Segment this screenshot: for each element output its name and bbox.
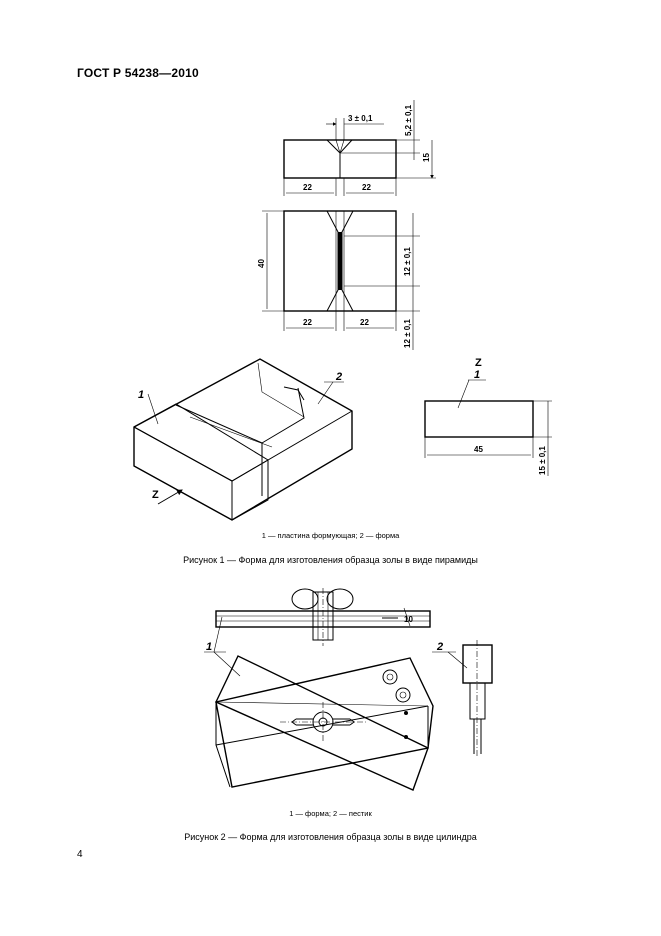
fig1-view-z: Z 15 ± 0,1 45 1 (424, 357, 552, 476)
dim-length: 40 (257, 259, 266, 268)
dim-notch: 3 ± 0,1 (348, 114, 373, 123)
fig2-label-2: 2 (436, 641, 443, 653)
dim-height: 15 (422, 153, 431, 162)
fig1-z-arrow-label: Z (152, 489, 159, 501)
dim-mid-width: 12 ± 0,1 (403, 247, 412, 276)
fig1-isometric-view: 1 2 Z (133, 358, 353, 521)
fig1-legend: 1 — пластина формующая; 2 — форма (261, 531, 400, 540)
document-code: ГОСТ Р 54238—2010 (77, 66, 199, 80)
dim-depth: 5,2 ± 0,1 (404, 104, 413, 136)
fig1-label-1: 1 (138, 389, 144, 401)
fig1-front-view: 3 ± 0,1 5,2 ± 0,1 15 22 22 (283, 100, 436, 196)
fig1-view-z-title: Z (475, 357, 482, 369)
fig2-side-view: 10 (215, 588, 431, 646)
dim-right-half: 22 (362, 183, 371, 192)
page-number: 4 (77, 849, 83, 860)
fig1-view-z-label-1: 1 (474, 369, 480, 381)
fig2-dim-small: 10 (404, 615, 413, 624)
dim-plate-height: 15 ± 0,1 (538, 446, 547, 475)
fig2-plan-view: 1 (204, 616, 434, 791)
fig2-label-1: 1 (206, 641, 212, 653)
dim-left-half: 22 (303, 183, 312, 192)
dim-left-half-plan: 22 (303, 318, 312, 327)
dim-end-width: 12 ± 0,1 (403, 319, 412, 348)
dim-right-half-plan: 22 (360, 318, 369, 327)
fig1-plan-view: 40 12 ± 0,1 12 ± 0,1 22 22 (257, 210, 420, 350)
fig1-label-2: 2 (335, 371, 342, 383)
fig2-caption: Рисунок 2 — Форма для изготовления образ… (184, 832, 477, 842)
fig1-caption: Рисунок 1 — Форма для изготовления образ… (183, 555, 478, 565)
dim-plate-length: 45 (474, 445, 483, 454)
fig2-pestle: 2 (432, 640, 493, 756)
fig2-legend: 1 — форма; 2 — пестик (289, 809, 372, 818)
